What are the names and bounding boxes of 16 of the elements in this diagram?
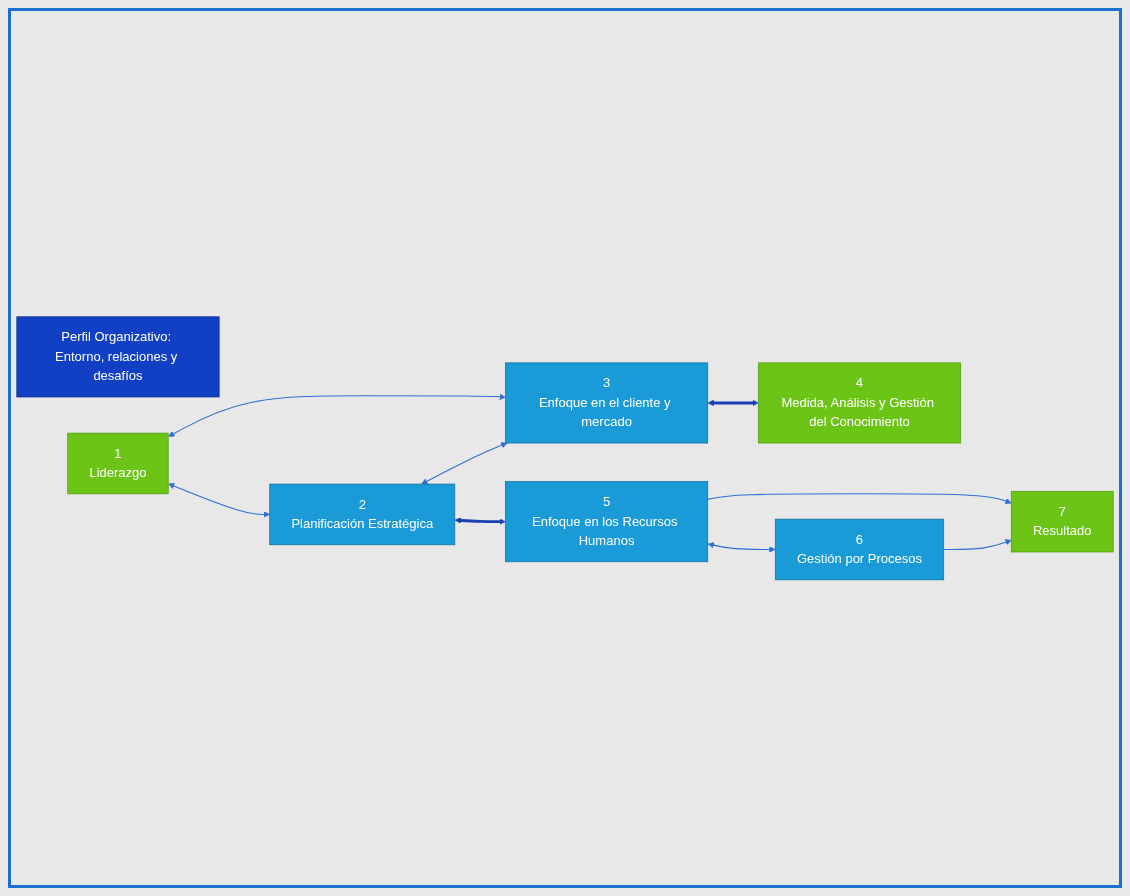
arrow <box>421 441 508 484</box>
arrow <box>168 393 506 437</box>
node-box: Perfil Organizativo: Entorno, relaciones y desafíos <box>16 316 220 398</box>
node-box: 4 Medida, Análisis y Gestión del Conocimiento <box>757 362 962 444</box>
arrow <box>943 538 1012 550</box>
node-box: 1 Liderazgo <box>67 432 169 494</box>
node-box: 6 Gestión por Procesos <box>774 518 945 580</box>
node-box: 3 Enfoque en el cliente y mercado <box>505 362 709 444</box>
arrow <box>707 541 776 553</box>
arrow <box>707 492 1012 504</box>
node-box: 7 Resultado <box>1010 490 1114 553</box>
arrow <box>454 517 506 525</box>
arrow <box>707 399 759 406</box>
node-box: 2 Planificación Estratégica <box>269 483 456 545</box>
arrow <box>168 482 270 518</box>
node-box: 5 Enfoque en los Recursos Humanos <box>505 480 709 562</box>
